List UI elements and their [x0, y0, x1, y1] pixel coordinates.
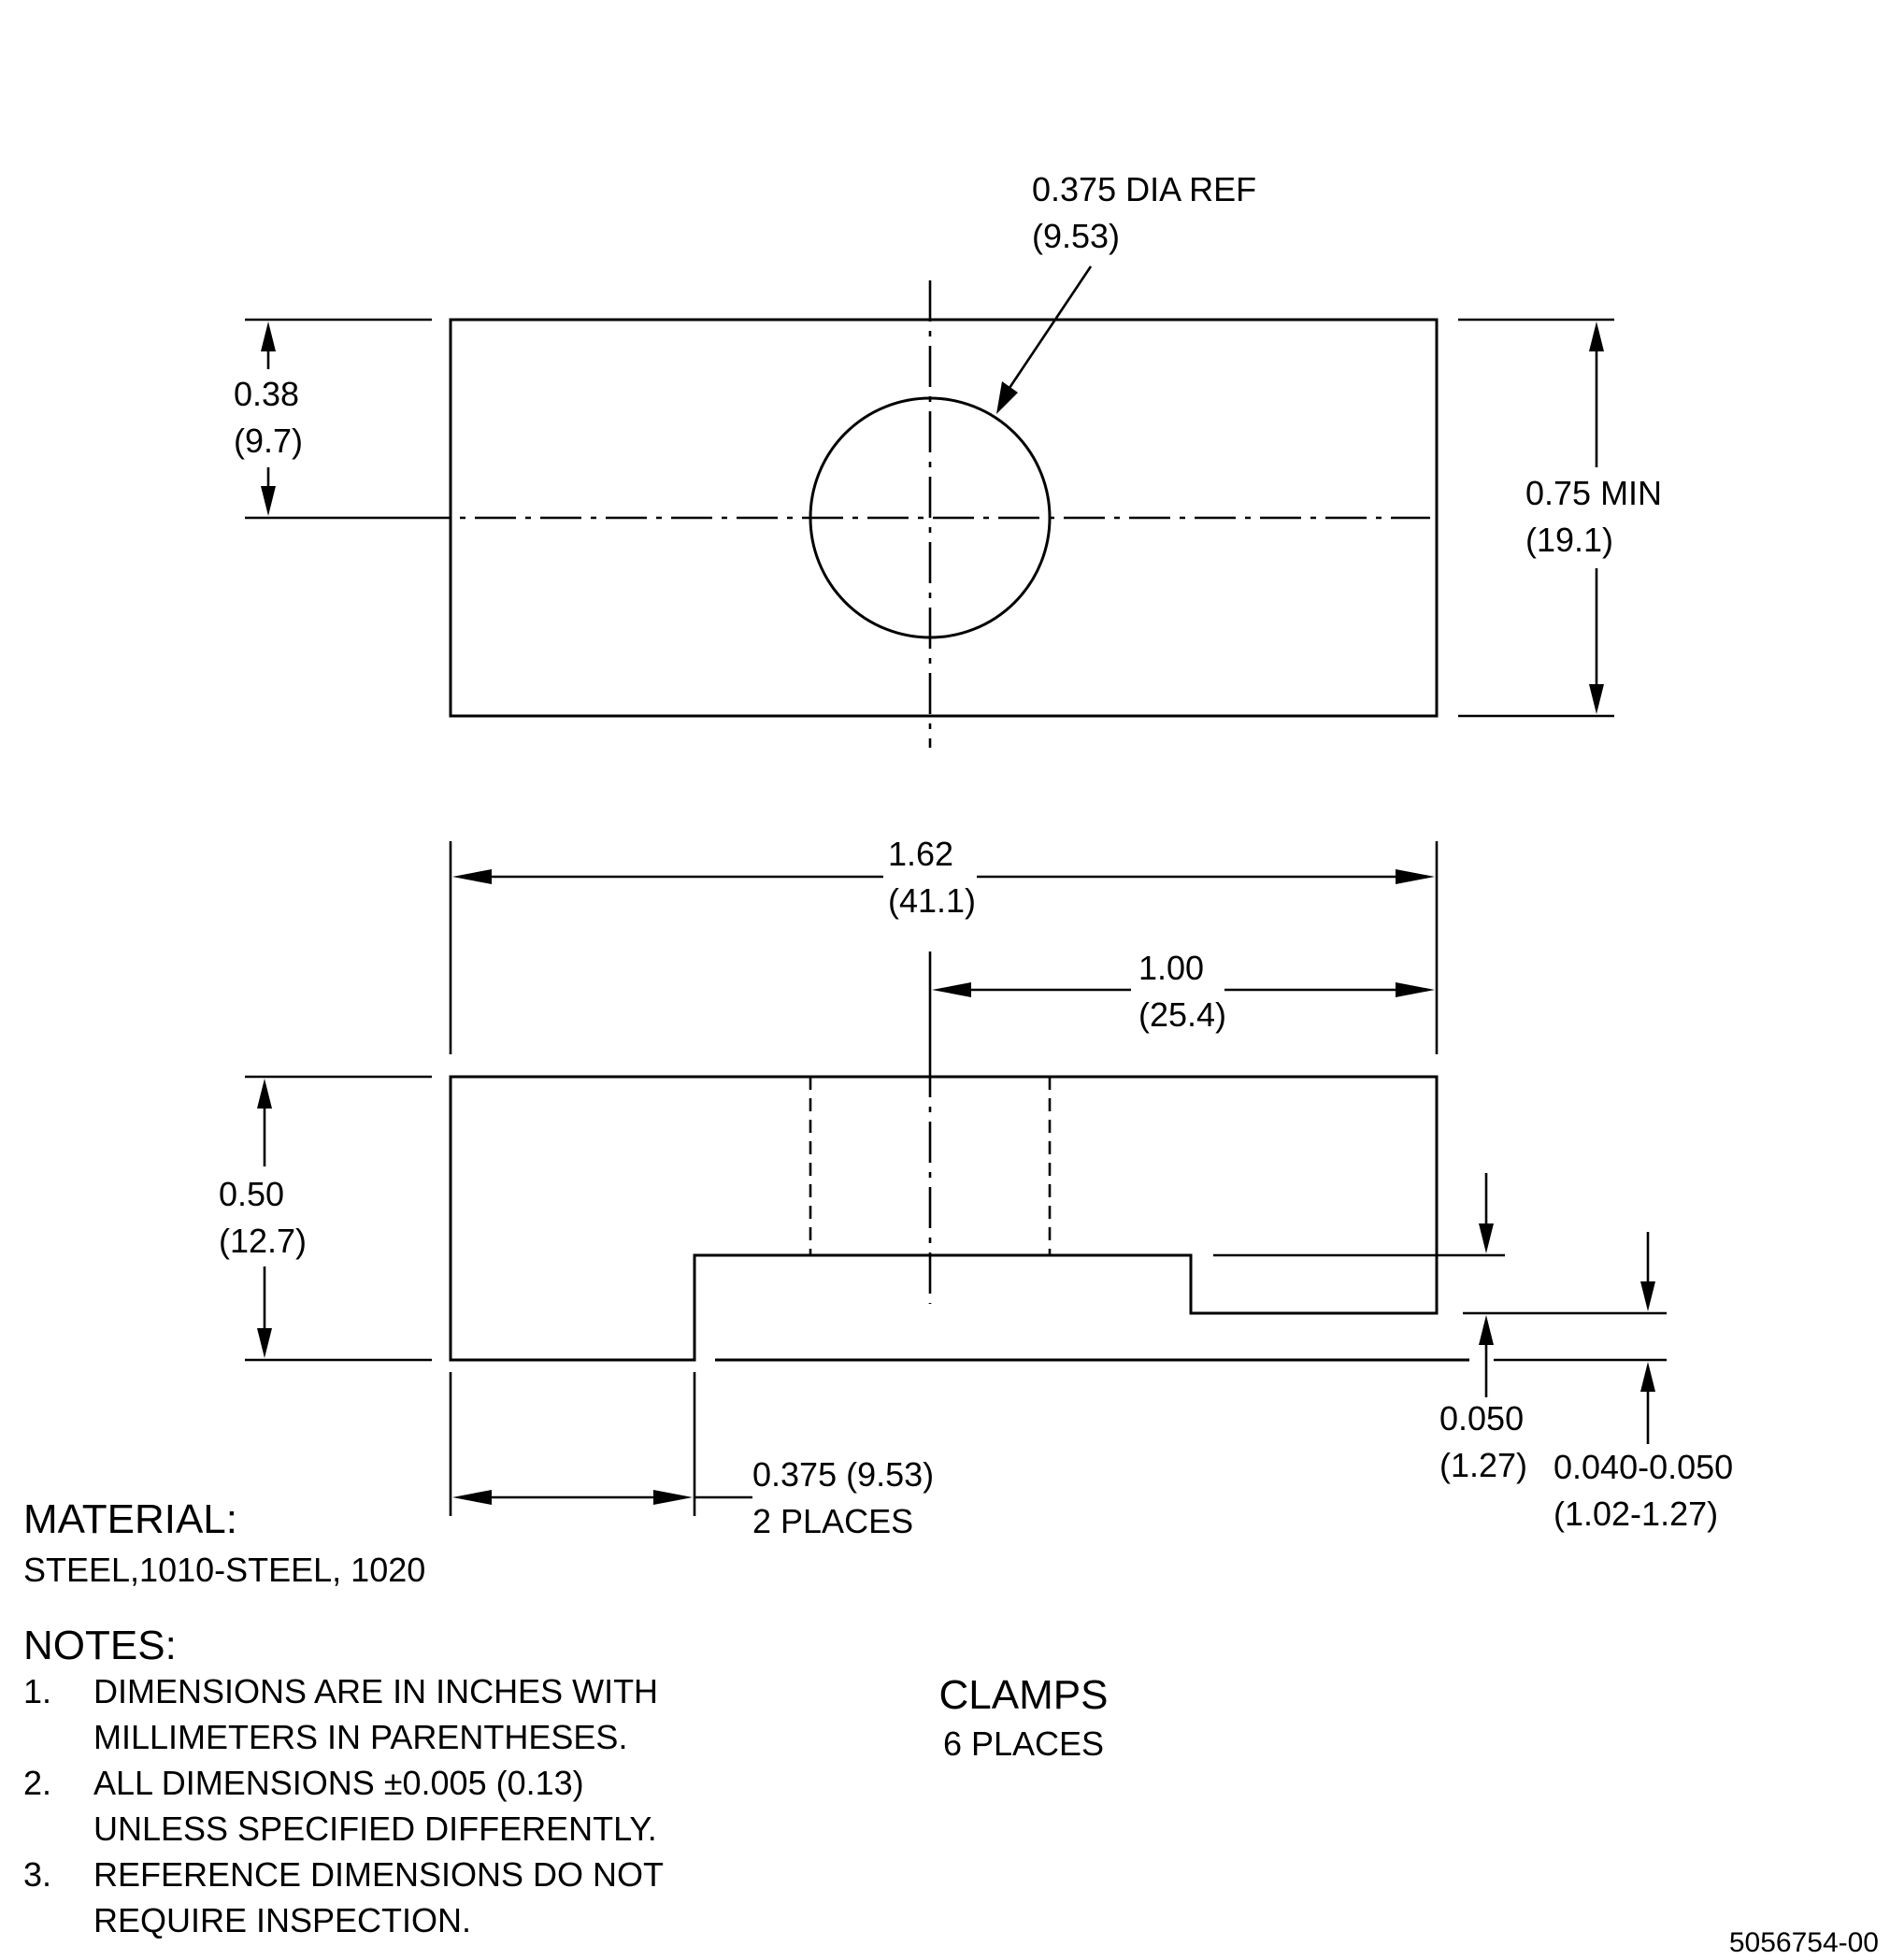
arrowhead-down	[257, 1328, 272, 1358]
step-length-dimension: 0.375 (9.53) 2 PLACES	[449, 1372, 934, 1540]
width-min-line1: 0.75 MIN	[1525, 474, 1662, 512]
arrowhead-down	[1479, 1223, 1494, 1253]
arrowhead-down	[1640, 1281, 1655, 1311]
step-length-line1: 0.375 (9.53)	[752, 1455, 934, 1494]
arrowhead-left	[932, 982, 971, 997]
hole-leader-line	[1008, 265, 1093, 389]
overall-length-line2: (41.1)	[888, 881, 976, 920]
width-min-dimension: 0.75 MIN (19.1)	[1458, 318, 1662, 718]
center-offset-line2: (9.7)	[234, 422, 303, 460]
center-offset-line1: 0.38	[234, 375, 299, 413]
note-line: DIMENSIONS ARE IN INCHES WITH	[93, 1672, 658, 1710]
arrowhead-up	[1479, 1315, 1494, 1345]
part-name: CLAMPS	[939, 1672, 1109, 1718]
step-depth-line1: 0.050	[1439, 1399, 1524, 1438]
hole-position-dimension: 1.00 (25.4)	[928, 949, 1435, 1056]
note-line: UNLESS SPECIFIED DIFFERENTLY.	[93, 1810, 657, 1848]
lip-thickness-line2: (1.02-1.27)	[1554, 1495, 1718, 1533]
arrowhead-right	[1396, 869, 1435, 884]
arrowhead-up	[257, 1079, 272, 1109]
note-line: ALL DIMENSIONS ±0.005 (0.13)	[93, 1764, 584, 1802]
arrowhead-right	[653, 1490, 693, 1505]
notes-block: NOTES: 1. DIMENSIONS ARE IN INCHES WITH …	[23, 1623, 664, 1939]
side-view: 1.62 (41.1) 1.00 (25.4) 0.50 (12.7)	[219, 835, 1733, 1540]
part-label: CLAMPS 6 PLACES	[939, 1672, 1109, 1763]
note-number: 1.	[23, 1672, 51, 1710]
height-dimension: 0.50 (12.7)	[219, 1075, 432, 1362]
arrowhead-left	[452, 869, 492, 884]
hole-callout-line1: 0.375 DIA REF	[1032, 170, 1256, 208]
top-view: 0.375 DIA REF (9.53) 0.38 (9.7) 0.75 MIN…	[234, 170, 1662, 748]
arrowhead-right	[1396, 982, 1435, 997]
overall-length-line1: 1.62	[888, 835, 953, 873]
arrowhead-down	[261, 486, 276, 516]
center-offset-dimension: 0.38 (9.7)	[234, 318, 432, 520]
step-length-line2: 2 PLACES	[752, 1502, 913, 1540]
hole-position-line1: 1.00	[1138, 949, 1204, 987]
step-depth-dimension: 0.050 (1.27)	[1439, 1173, 1527, 1484]
note-line: REQUIRE INSPECTION.	[93, 1901, 471, 1939]
note-number: 3.	[23, 1855, 51, 1894]
arrowhead-left	[452, 1490, 492, 1505]
hole-callout: 0.375 DIA REF (9.53)	[996, 170, 1256, 414]
part-quantity: 6 PLACES	[943, 1724, 1104, 1763]
arrowhead-up	[1640, 1362, 1655, 1392]
side-view-outline	[449, 1075, 1439, 1362]
height-line2: (12.7)	[219, 1222, 307, 1260]
drawing-number: 5056754-00	[1729, 1927, 1879, 1958]
step-depth-line2: (1.27)	[1439, 1446, 1527, 1484]
arrowhead-up	[1589, 322, 1604, 351]
material-block: MATERIAL: STEEL,1010-STEEL, 1020	[23, 1496, 425, 1589]
arrowhead-down	[1589, 684, 1604, 714]
material-text: STEEL,1010-STEEL, 1020	[23, 1551, 425, 1589]
lip-thickness-dimension: 0.040-0.050 (1.02-1.27)	[1554, 1232, 1733, 1533]
material-heading: MATERIAL:	[23, 1496, 237, 1542]
lip-thickness-line1: 0.040-0.050	[1554, 1448, 1733, 1486]
hole-leader-arrowhead	[996, 381, 1018, 414]
hole-callout-line2: (9.53)	[1032, 217, 1120, 255]
note-line: MILLIMETERS IN PARENTHESES.	[93, 1718, 627, 1756]
arrowhead-up	[261, 322, 276, 351]
overall-length-dimension: 1.62 (41.1)	[449, 835, 1439, 1054]
note-number: 2.	[23, 1764, 51, 1802]
hole-position-line2: (25.4)	[1138, 995, 1226, 1034]
notes-heading: NOTES:	[23, 1623, 177, 1668]
width-min-line2: (19.1)	[1525, 521, 1613, 559]
note-line: REFERENCE DIMENSIONS DO NOT	[93, 1855, 664, 1894]
height-line1: 0.50	[219, 1175, 284, 1213]
